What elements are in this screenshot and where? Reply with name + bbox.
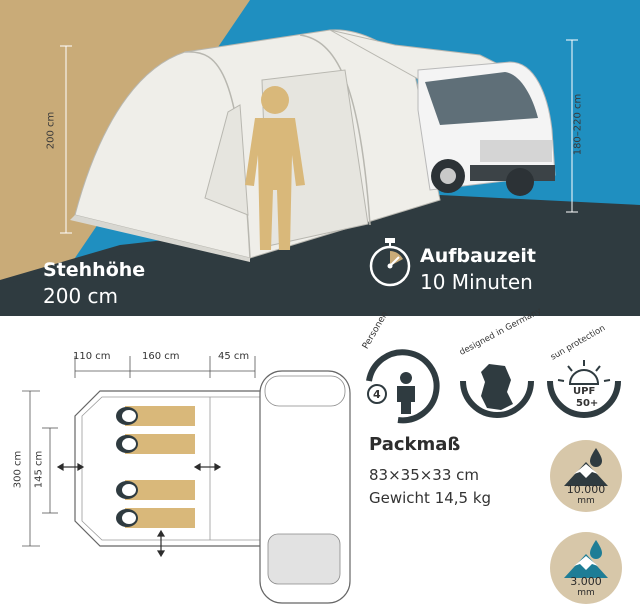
sun-protection-badge xyxy=(547,360,621,418)
water-column-1-unit: mm xyxy=(577,496,595,506)
persons-badge xyxy=(366,349,440,424)
van-top-view xyxy=(259,370,351,604)
packmass-title: Packmaß xyxy=(369,434,461,455)
specs-section: 110 cm 160 cm 45 cm 300 cm 145 cm Person… xyxy=(0,306,640,606)
packmass-weight: Gewicht 14,5 kg xyxy=(369,489,492,507)
sleeping-bags xyxy=(116,406,195,528)
standing-height-label: Stehhöhe xyxy=(43,259,146,281)
hero-illustration: 200 cm 180–220 cm Stehhöhe 200 cm Aufbau… xyxy=(0,0,640,316)
setup-time-label: Aufbauzeit xyxy=(420,245,536,267)
person-figure xyxy=(245,86,305,250)
standing-height-value: 200 cm xyxy=(43,284,119,308)
water-column-1-value: 10.000 xyxy=(566,483,606,496)
upf-label: UPF xyxy=(573,386,596,397)
packmass-size: 83×35×33 cm xyxy=(369,466,480,484)
dim-110: 110 cm xyxy=(73,351,111,362)
upf-value: 50+ xyxy=(576,398,599,409)
persons-badge-count: 4 xyxy=(373,388,381,401)
dim-160: 160 cm xyxy=(142,351,180,362)
tent-scene xyxy=(0,0,640,316)
setup-time-value: 10 Minuten xyxy=(420,270,533,294)
dim-45: 45 cm xyxy=(218,351,250,362)
floorplan-and-badges xyxy=(22,349,622,604)
water-column-2-value: 3.000 xyxy=(570,575,602,588)
water-column-2-unit: mm xyxy=(577,588,595,598)
dim-300: 300 cm xyxy=(12,450,24,489)
bus-height-scale-label: 180–220 cm xyxy=(572,93,584,156)
dim-145: 145 cm xyxy=(33,450,45,489)
water-column-10000-badge xyxy=(550,440,622,512)
van-illustration xyxy=(417,61,556,196)
stopwatch-icon xyxy=(369,238,411,287)
water-column-3000-badge xyxy=(550,532,622,604)
tent-height-scale-label: 200 cm xyxy=(45,111,57,150)
germany-badge xyxy=(460,364,534,418)
